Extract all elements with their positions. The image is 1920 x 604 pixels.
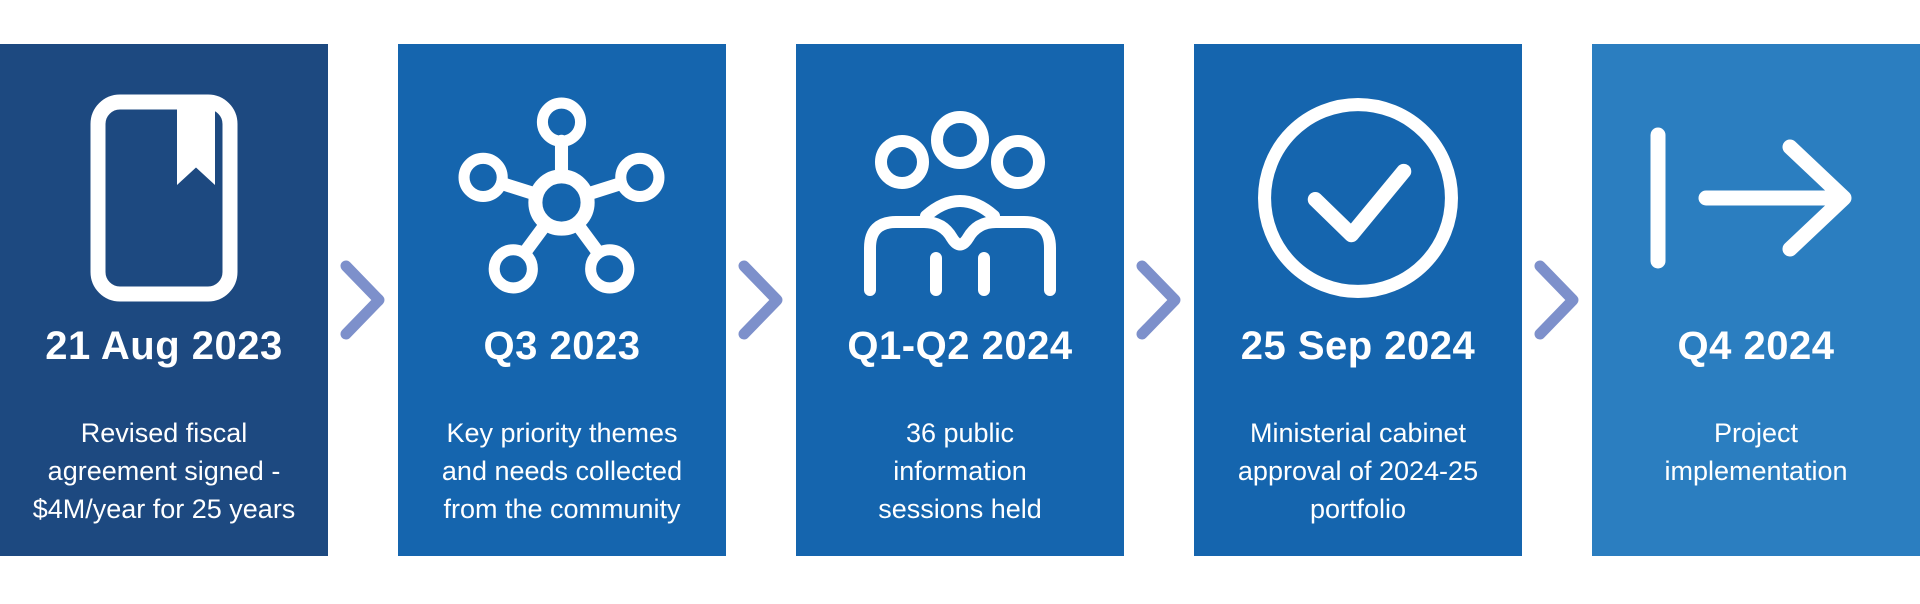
step-heading: 25 Sep 2024 xyxy=(1240,324,1476,368)
timeline-card-4: 25 Sep 2024 Ministerial cabinet approval… xyxy=(1194,44,1522,556)
arrow-right-from-bar-icon xyxy=(1644,74,1869,322)
step-description: Project implementation xyxy=(1664,418,1848,486)
step-heading: Q4 2024 xyxy=(1677,324,1835,368)
chevron-right-icon xyxy=(738,260,783,340)
step-heading: 21 Aug 2023 xyxy=(45,324,283,368)
step-description: Key priority themes and needs collected … xyxy=(441,418,683,524)
separator-2 xyxy=(726,44,796,556)
separator-1 xyxy=(328,44,398,556)
separator-4 xyxy=(1522,44,1592,556)
step-heading: Q3 2023 xyxy=(483,324,641,368)
timeline-card-2: Q3 2023 Key priority themes and needs co… xyxy=(398,44,726,556)
book-bookmark-icon xyxy=(89,74,239,322)
hub-network-icon xyxy=(454,74,670,322)
step-description: 36 public information sessions held xyxy=(878,418,1042,524)
timeline-card-5: Q4 2024 Project implementation xyxy=(1592,44,1920,556)
step-heading: Q1-Q2 2024 xyxy=(847,324,1073,368)
step-description: Ministerial cabinet approval of 2024-25 … xyxy=(1237,418,1479,524)
people-group-icon xyxy=(840,74,1080,322)
separator-3 xyxy=(1124,44,1194,556)
timeline-card-1: 21 Aug 2023 Revised fiscal agreement sig… xyxy=(0,44,328,556)
chevron-right-icon xyxy=(340,260,385,340)
step-description: Revised fiscal agreement signed - $4M/ye… xyxy=(32,418,296,524)
timeline-card-3: Q1-Q2 2024 36 public information session… xyxy=(796,44,1124,556)
chevron-right-icon xyxy=(1136,260,1181,340)
chevron-right-icon xyxy=(1534,260,1579,340)
check-circle-icon xyxy=(1255,74,1461,322)
timeline-row: 21 Aug 2023 Revised fiscal agreement sig… xyxy=(0,44,1920,556)
